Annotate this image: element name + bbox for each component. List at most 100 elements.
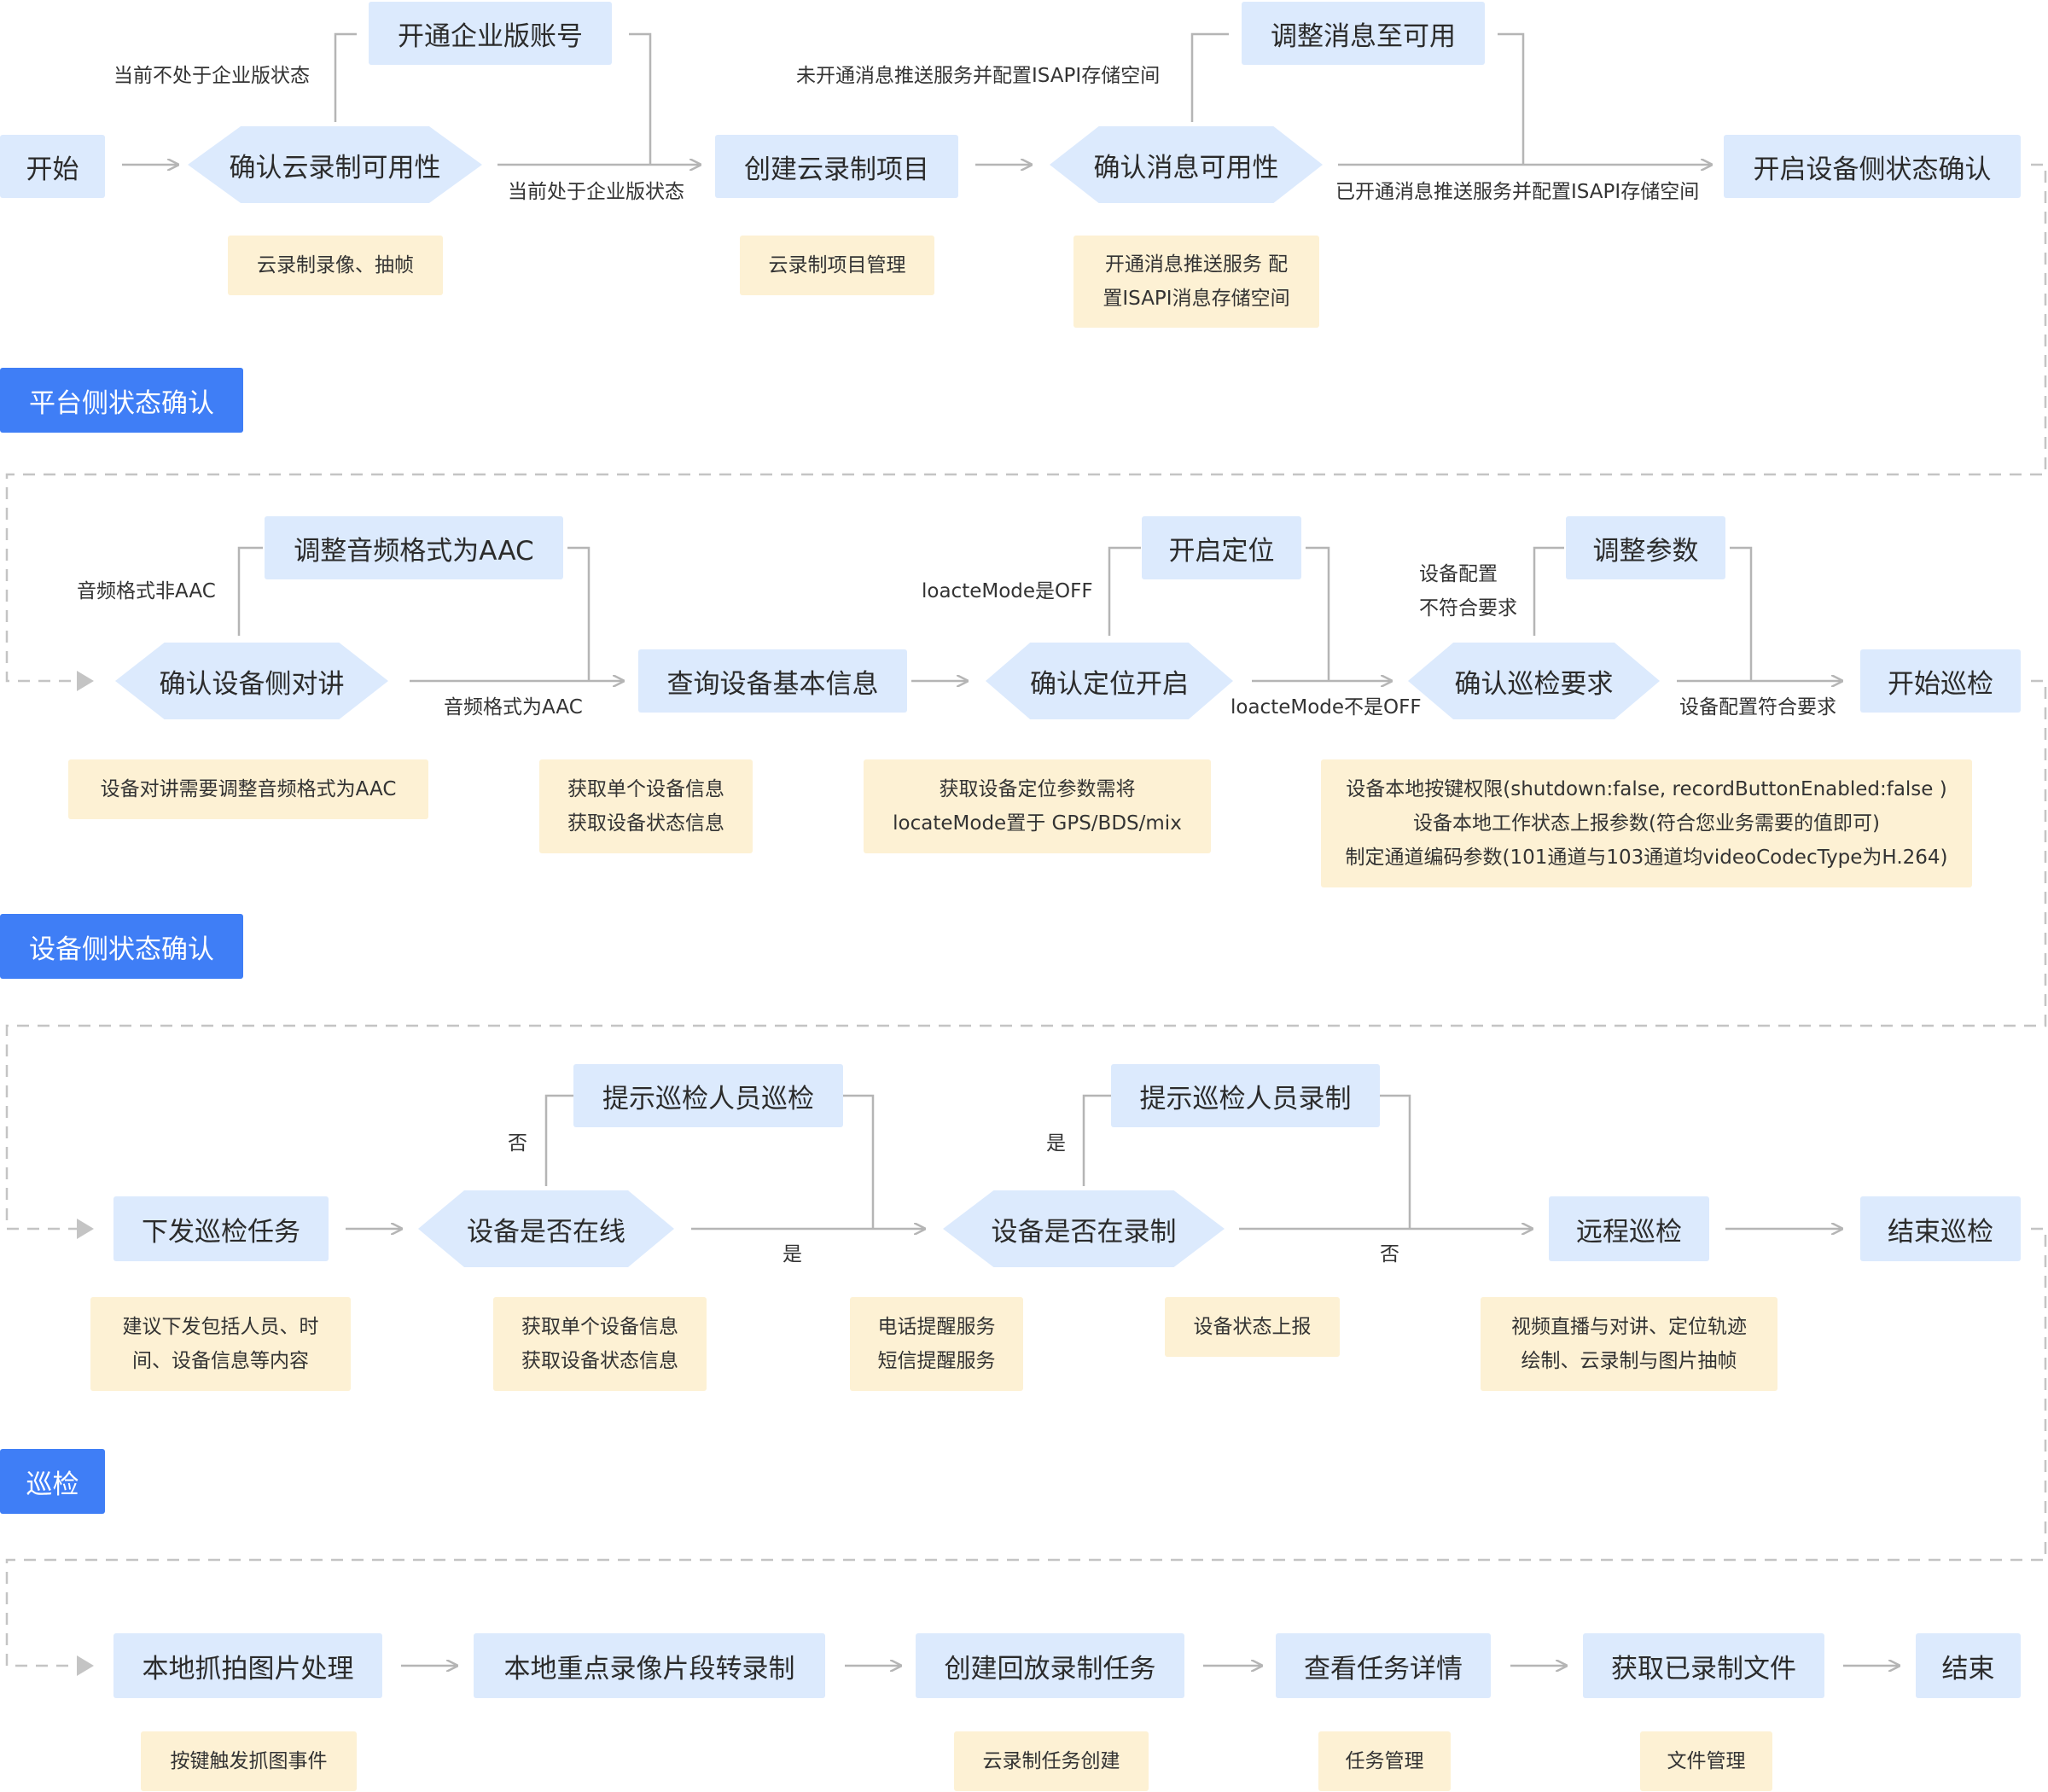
- note-patrol-req: 设备本地按键权限(shutdown:false, recordButtonEna…: [1321, 759, 1972, 887]
- note-patrol-req-line-3: 制定通道编码参数(101通道与103通道均videoCodecType为H.26…: [1345, 847, 1948, 869]
- note-locate: 获取设备定位参数需将 locateMode置于 GPS/BDS/mix: [864, 759, 1211, 853]
- view-task-node: 查看任务详情: [1276, 1633, 1491, 1698]
- note-patrol-req-line-2: 设备本地工作状态上报参数(符合您业务需要的值即可): [1413, 812, 1880, 835]
- note-query-line-2: 获取设备状态信息: [567, 812, 724, 835]
- note-message-line-2: 置ISAPI消息存储空间: [1103, 288, 1290, 310]
- note-phone-line-1: 电话提醒服务: [877, 1316, 996, 1338]
- start-patrol-node: 开始巡检: [1860, 649, 2021, 713]
- open-locate-node: 开启定位: [1142, 516, 1301, 579]
- end-patrol-node: 结束巡检: [1860, 1196, 2021, 1261]
- note-message-line-1: 开通消息推送服务 配: [1104, 253, 1289, 276]
- note-report: 设备状态上报: [1165, 1297, 1340, 1357]
- adjust-message-node: 调整消息至可用: [1242, 2, 1485, 65]
- query-device-node: 查询设备基本信息: [638, 649, 907, 713]
- note-project-line-1: 云录制项目管理: [768, 254, 906, 276]
- note-task: 任务管理: [1318, 1731, 1451, 1791]
- label-audio-not-aac: 音频格式非AAC: [77, 580, 216, 602]
- note-dispatch: 建议下发包括人员、时间、设备信息等内容: [90, 1297, 351, 1391]
- end-node: 结束: [1916, 1633, 2021, 1698]
- key-clip-node: 本地重点录像片段转录制: [474, 1633, 825, 1698]
- note-talk: 设备对讲需要调整音频格式为AAC: [68, 759, 428, 819]
- line-recording-branch-up: [1082, 1094, 1112, 1186]
- confirm-message-decision: 确认消息可用性: [1050, 126, 1323, 203]
- note-online-line-1: 获取单个设备信息: [521, 1316, 678, 1338]
- line-talk-branch-up: [237, 546, 263, 636]
- line-locate-branch-up: [1108, 546, 1141, 636]
- label-config-ok: 设备配置符合要求: [1679, 696, 1836, 719]
- label-locate-off: loacteMode是OFF: [922, 580, 1093, 602]
- note-online: 获取单个设备信息获取设备状态信息: [493, 1297, 707, 1391]
- note-patrol-req-line-1: 设备本地按键权限(shutdown:false, recordButtonEna…: [1346, 778, 1947, 800]
- note-query: 获取单个设备信息获取设备状态信息: [539, 759, 753, 853]
- label-audio-aac: 音频格式为AAC: [444, 696, 583, 719]
- label-config-bad-1: 设备配置: [1419, 563, 1498, 585]
- label-msg-not-open: 未开通消息推送服务并配置ISAPI存储空间: [796, 65, 1161, 87]
- note-report-line-1: 设备状态上报: [1193, 1316, 1312, 1338]
- note-files-line-1: 文件管理: [1667, 1750, 1746, 1772]
- note-remote-line-1: 视频直播与对讲、定位轨迹: [1511, 1316, 1747, 1338]
- line-prompt-patrol-down: [843, 1094, 875, 1229]
- confirm-locate-decision: 确认定位开启: [986, 643, 1233, 719]
- confirm-message-label: 确认消息可用性: [1093, 152, 1279, 183]
- label-online-yes: 是: [783, 1243, 802, 1265]
- dashed-transition-2: [5, 679, 2047, 1239]
- line-online-branch-up: [544, 1094, 573, 1186]
- note-query-line-1: 获取单个设备信息: [567, 778, 724, 800]
- confirm-talk-label: 确认设备侧对讲: [159, 668, 345, 700]
- note-dispatch-line-1: 建议下发包括人员、时: [122, 1316, 319, 1338]
- device-recording-decision: 设备是否在录制: [943, 1190, 1225, 1267]
- note-locate-line-2: locateMode置于 GPS/BDS/mix: [893, 812, 1182, 835]
- confirm-locate-label: 确认定位开启: [1030, 668, 1189, 700]
- note-dispatch-line-2: 间、设备信息等内容: [132, 1350, 309, 1372]
- note-snapshot-line-1: 按键触发抓图事件: [170, 1750, 328, 1772]
- note-phone-line-2: 短信提醒服务: [877, 1350, 996, 1372]
- open-enterprise-node: 开通企业版账号: [369, 2, 612, 65]
- create-project-node: 创建云录制项目: [715, 135, 958, 198]
- line-enterprise-down: [629, 32, 652, 165]
- prompt-record-node: 提示巡检人员录制: [1111, 1064, 1380, 1127]
- dashed-transition-1: [5, 163, 2047, 691]
- label-enterprise: 当前处于企业版状态: [508, 181, 684, 203]
- adjust-audio-node: 调整音频格式为AAC: [265, 516, 563, 579]
- prompt-patrol-node: 提示巡检人员巡检: [573, 1064, 843, 1127]
- label-msg-open: 已开通消息推送服务并配置ISAPI存储空间: [1335, 181, 1700, 203]
- adjust-params-node: 调整参数: [1566, 516, 1725, 579]
- line-confirm-message-branch-up: [1190, 32, 1229, 122]
- confirm-cloud-decision: 确认云录制可用性: [188, 126, 482, 203]
- line-audio-down: [567, 546, 591, 681]
- confirm-patrol-req-decision: 确认巡检要求: [1408, 643, 1660, 719]
- note-remote-line-2: 绘制、云录制与图片抽帧: [1521, 1350, 1737, 1372]
- local-snapshot-node: 本地抓拍图片处理: [113, 1633, 382, 1698]
- line-adjust-message-down: [1498, 32, 1525, 165]
- label-recording-yes: 是: [1046, 1132, 1066, 1155]
- label-online-no: 否: [508, 1132, 527, 1155]
- note-playback-line-1: 云录制任务创建: [982, 1750, 1120, 1772]
- note-talk-line-1: 设备对讲需要调整音频格式为AAC: [100, 778, 397, 800]
- device-online-label: 设备是否在线: [467, 1216, 625, 1248]
- note-message: 开通消息推送服务 配置ISAPI消息存储空间: [1073, 236, 1319, 328]
- line-open-locate-down: [1306, 546, 1330, 681]
- device-online-decision: 设备是否在线: [418, 1190, 674, 1267]
- device-recording-label: 设备是否在录制: [991, 1216, 1177, 1248]
- start-node: 开始: [0, 135, 105, 198]
- dashed-transition-3: [5, 1227, 2047, 1676]
- get-files-node: 获取已录制文件: [1583, 1633, 1824, 1698]
- label-recording-no: 否: [1380, 1243, 1399, 1265]
- section-platform: 平台侧状态确认: [0, 368, 243, 433]
- line-req-branch-up: [1533, 546, 1564, 636]
- note-playback: 云录制任务创建: [954, 1731, 1149, 1791]
- create-playback-node: 创建回放录制任务: [916, 1633, 1184, 1698]
- label-not-enterprise: 当前不处于企业版状态: [113, 65, 310, 87]
- line-confirm-cloud-branch-up: [334, 32, 357, 122]
- device-status-confirm-node: 开启设备侧状态确认: [1724, 135, 2021, 198]
- confirm-talk-decision: 确认设备侧对讲: [115, 643, 388, 719]
- note-cloud: 云录制录像、抽帧: [228, 236, 443, 295]
- confirm-cloud-label: 确认云录制可用性: [229, 152, 441, 183]
- line-prompt-record-down: [1380, 1094, 1411, 1229]
- note-locate-line-1: 获取设备定位参数需将: [939, 778, 1136, 800]
- section-device: 设备侧状态确认: [0, 914, 243, 979]
- note-remote: 视频直播与对讲、定位轨迹绘制、云录制与图片抽帧: [1481, 1297, 1777, 1391]
- label-locate-not-off: loacteMode不是OFF: [1231, 696, 1422, 719]
- section-patrol: 巡检: [0, 1449, 105, 1514]
